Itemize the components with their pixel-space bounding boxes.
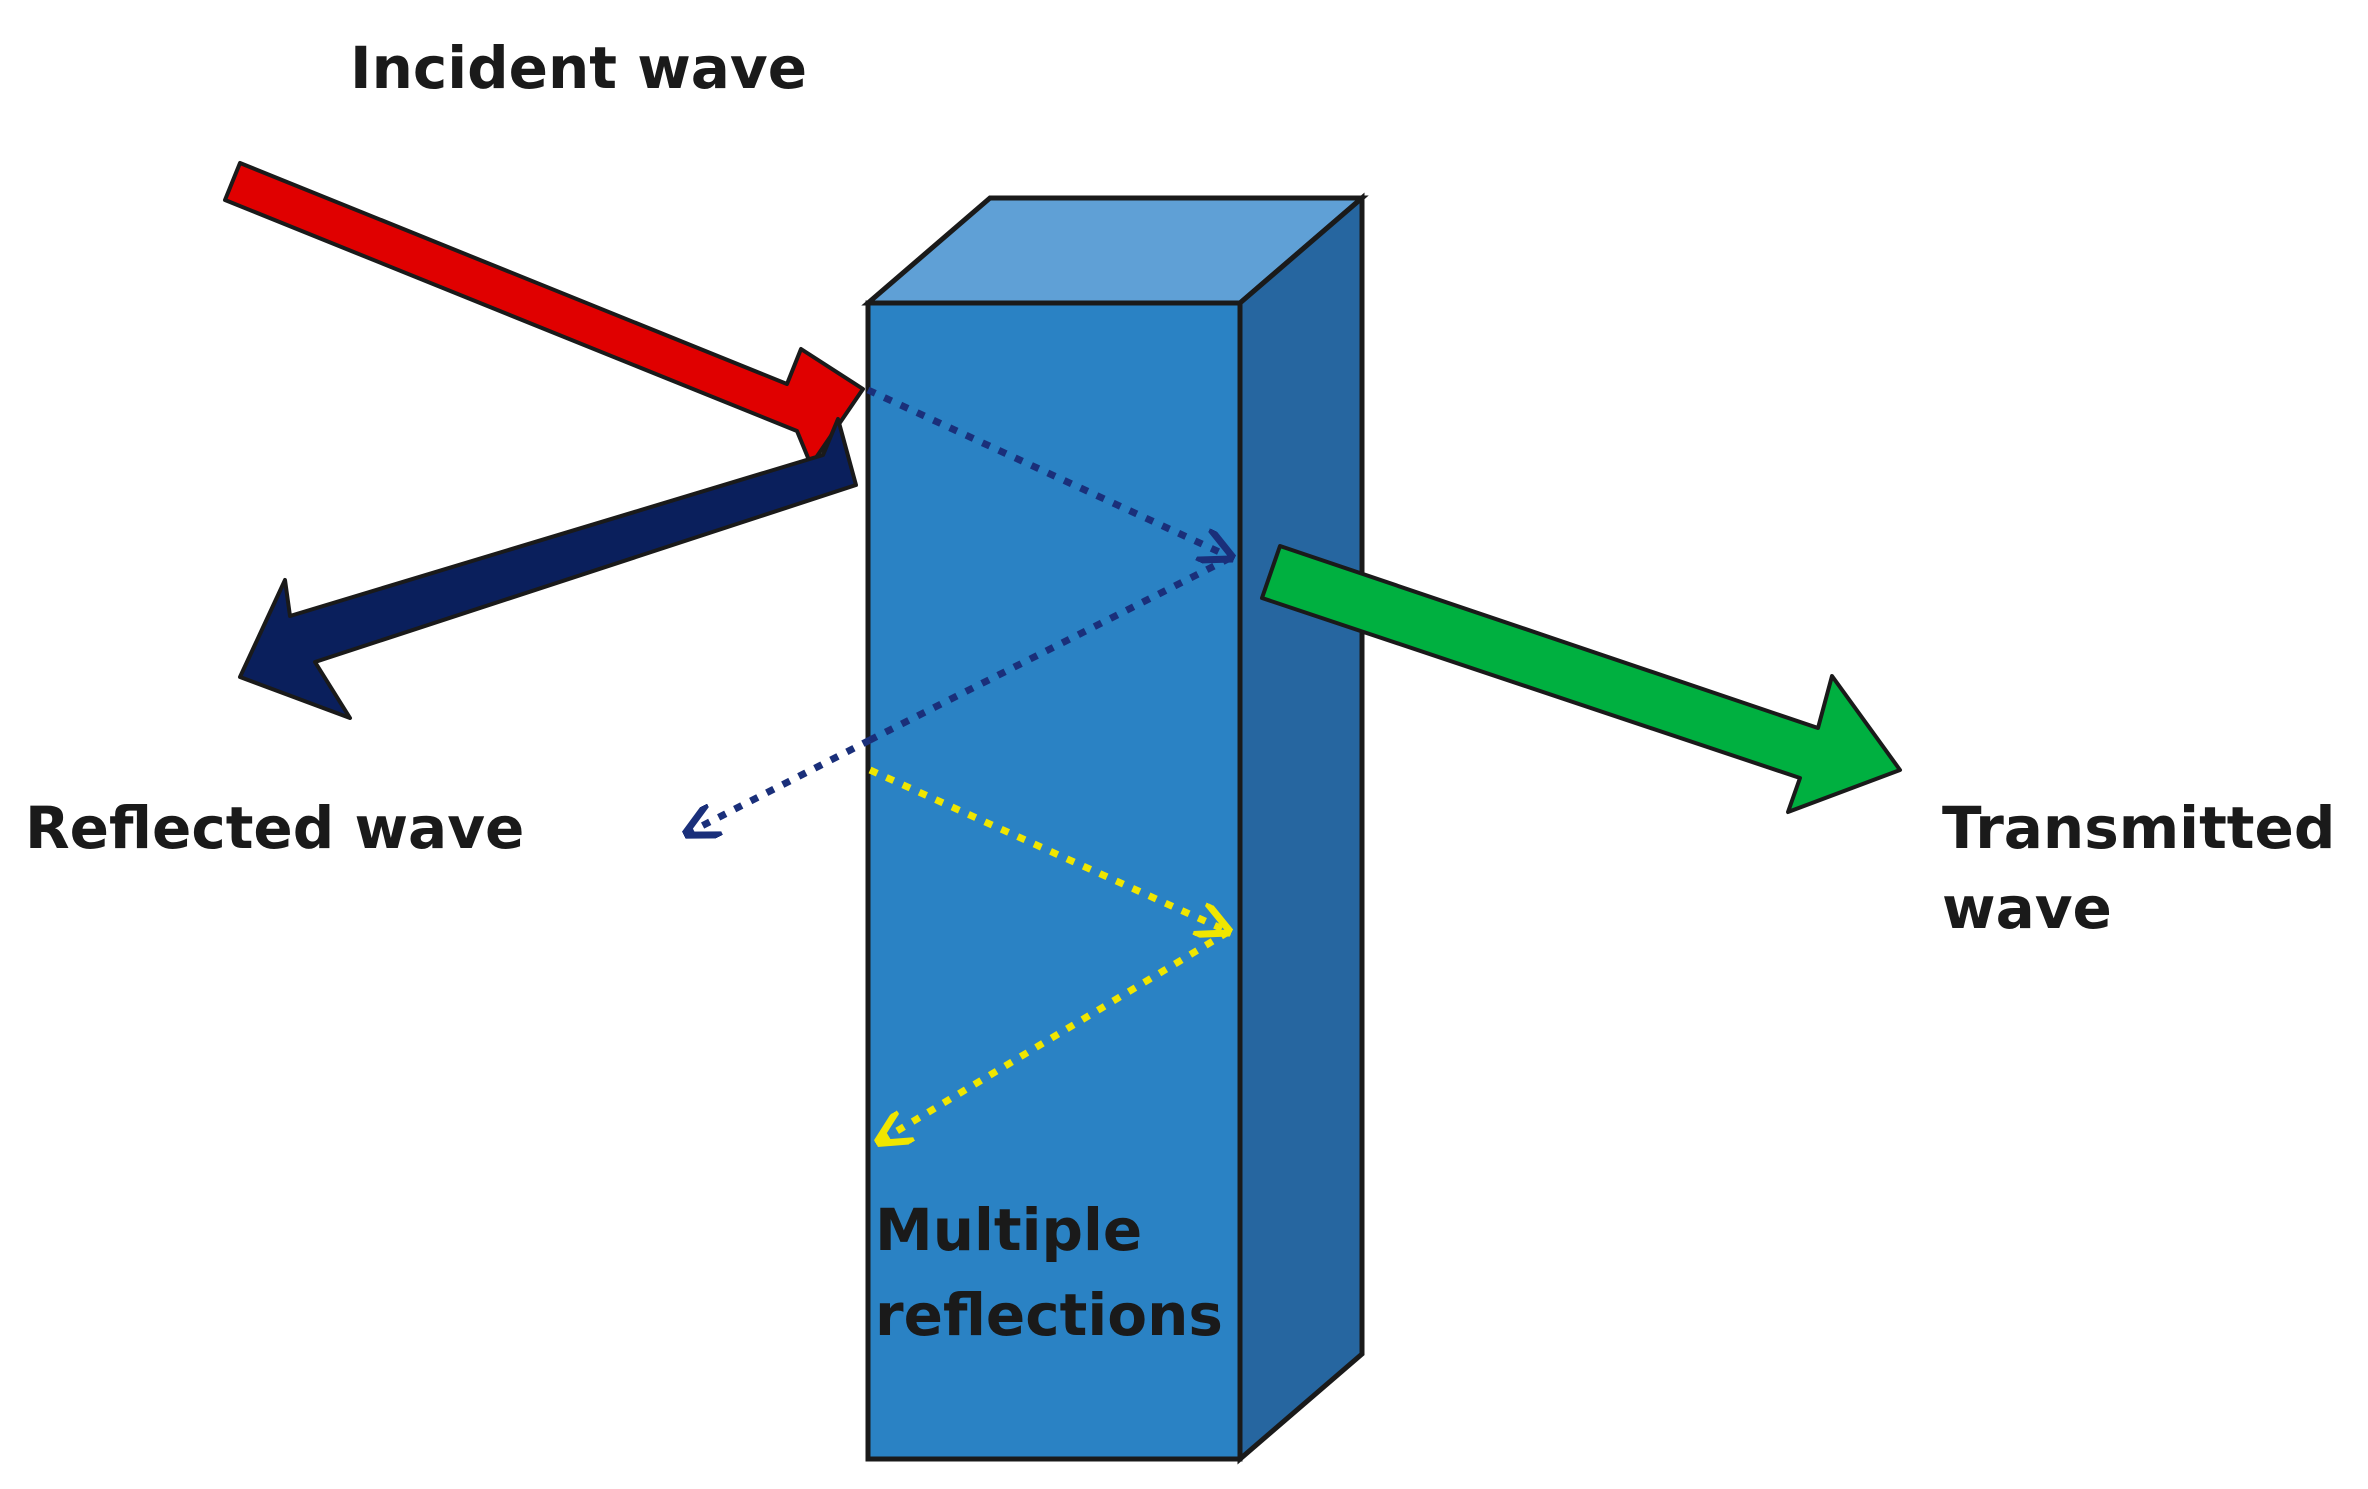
transmitted-wave-label-line1: Transmitted: [1942, 794, 2335, 862]
reflected-wave-label: Reflected wave: [25, 794, 524, 862]
reflected-arrow: [238, 417, 858, 720]
internal-path-2: [868, 554, 1232, 744]
multiple-reflections-label-line2: reflections: [875, 1281, 1223, 1349]
multiple-reflection-paths: [690, 386, 1232, 1140]
material-slab: [861, 192, 1369, 1465]
multiple-reflections-label-line1: Multiple: [875, 1196, 1142, 1264]
incident-wave-label: Incident wave: [350, 34, 807, 102]
internal-path-4: [882, 929, 1230, 1140]
internal-path-3: [868, 766, 1225, 930]
slab-front-face: [865, 300, 1243, 1462]
incident-arrow: [223, 161, 865, 467]
slab-side-face: [1237, 192, 1365, 1465]
transmitted-arrow: [1260, 544, 1902, 814]
escaping-reflection-path: [690, 736, 872, 832]
internal-path-1: [866, 386, 1228, 556]
transmitted-wave-label-line2: wave: [1942, 874, 2112, 942]
